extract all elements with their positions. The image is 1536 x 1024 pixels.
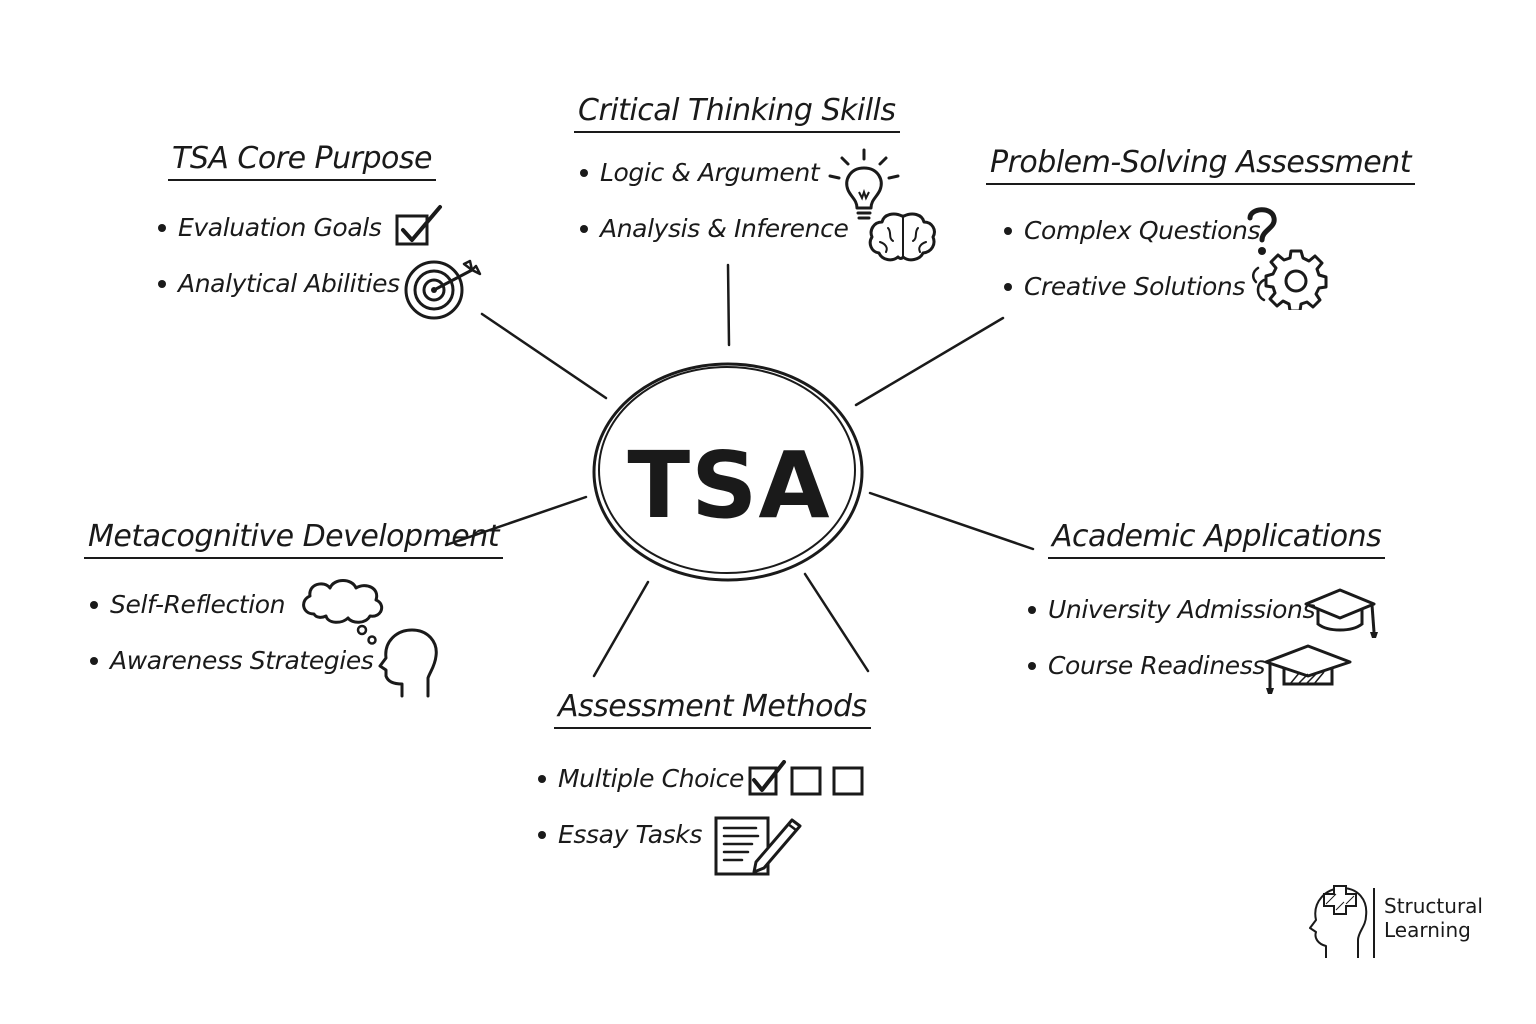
target-icon (404, 259, 482, 320)
list-item: Logic & Argument (578, 153, 848, 209)
branch-items-critical-thinking: Logic & Argument Analysis & Inference (578, 153, 849, 265)
logo-line-1: Structural (1384, 894, 1483, 918)
lightbulb-icon (828, 148, 900, 220)
head-profile-icon (378, 628, 438, 698)
connector-core-purpose (480, 312, 608, 400)
connector-metacognitive (444, 495, 588, 547)
thought-bubble-icon (302, 579, 384, 645)
connector-assessment-right (803, 572, 870, 673)
center-ellipse (592, 362, 864, 582)
question-mark-icon (1247, 207, 1277, 255)
graduation-cap-icon (1264, 644, 1352, 694)
branch-items-problem-solving: Complex Questions Creative Solutions (1002, 211, 1260, 323)
brain-head-logo-icon (1309, 885, 1375, 958)
list-item: Awareness Strategies (88, 641, 374, 697)
list-item: Essay Tasks (536, 815, 744, 871)
gear-icon (1252, 249, 1328, 310)
list-item: University Admissions (1026, 590, 1315, 646)
list-item: Multiple Choice (536, 759, 744, 815)
list-item: Evaluation Goals (156, 208, 400, 264)
connector-problem-solving (854, 316, 1005, 407)
list-item: Course Readiness (1026, 646, 1315, 702)
document-pencil-icon (714, 816, 802, 876)
list-item: Creative Solutions (1002, 267, 1260, 323)
connector-academic (868, 491, 1035, 551)
logo-text: Structural Learning (1384, 894, 1483, 942)
connector-assessment-left (592, 580, 650, 678)
branch-items-metacognitive: Self-Reflection Awareness Strategies (88, 585, 374, 697)
branch-title-metacognitive: Metacognitive Development (84, 519, 504, 559)
connector-critical-thinking (726, 263, 731, 347)
branch-title-critical-thinking: Critical Thinking Skills (574, 93, 900, 133)
list-item: Analysis & Inference (578, 209, 849, 265)
center-label: TSA (627, 431, 831, 539)
branch-items-core-purpose: Evaluation Goals Analytical Abilities (156, 208, 400, 320)
checkboxes-icon (748, 760, 864, 796)
list-item: Analytical Abilities (156, 264, 400, 320)
graduation-cap-icon (1304, 588, 1378, 638)
branch-items-academic-applications: University Admissions Course Readiness (1026, 590, 1315, 702)
branch-items-assessment-methods: Multiple Choice Essay Tasks (536, 759, 744, 871)
brain-icon (868, 212, 936, 262)
branch-title-problem-solving: Problem-Solving Assessment (986, 145, 1416, 185)
list-item: Self-Reflection (88, 585, 373, 641)
checkbox-checked-icon (395, 205, 442, 246)
branch-title-assessment-methods: Assessment Methods (554, 689, 871, 729)
branch-title-core-purpose: TSA Core Purpose (168, 141, 436, 181)
branch-title-academic-applications: Academic Applications (1048, 519, 1386, 559)
list-item: Complex Questions (1002, 211, 1260, 267)
logo-line-2: Learning (1384, 918, 1471, 942)
